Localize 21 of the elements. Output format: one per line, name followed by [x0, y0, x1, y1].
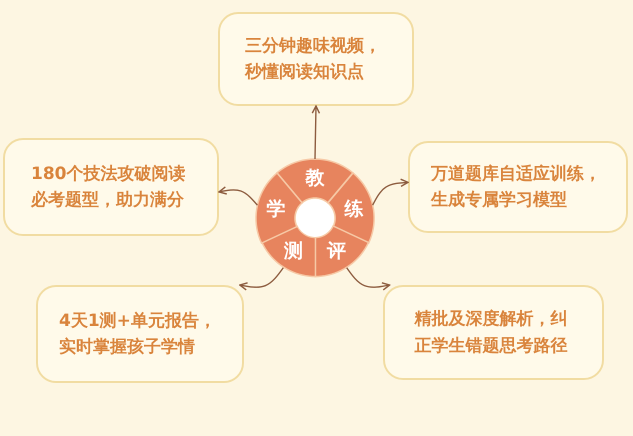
- text-card: [3, 138, 219, 236]
- segment-label: 测: [284, 242, 303, 262]
- description-text: 180个技法攻破阅读必考题型，助力满分: [31, 162, 186, 212]
- text-card: [383, 285, 604, 380]
- wheel-segment: [256, 172, 302, 243]
- arrow: [312, 105, 320, 160]
- description-text: 万道题库自适应训练，生成专属学习模型: [431, 162, 602, 212]
- arrow: [372, 178, 409, 206]
- description-text: 精批及深度解析，纠正学生错题思考路径: [414, 308, 568, 358]
- arrow: [346, 267, 390, 291]
- arrow: [239, 267, 284, 291]
- description-text: 4天1测+单元报告，实时掌握孩子学情: [59, 310, 217, 359]
- segment-label: 评: [326, 242, 346, 262]
- text-card: [408, 141, 628, 233]
- arrow: [218, 186, 258, 206]
- segment-label: 教: [305, 168, 324, 188]
- text-card: [218, 12, 414, 106]
- segment-label: 学: [266, 200, 286, 219]
- text-card: [36, 285, 244, 383]
- description-text: 三分钟趣味视频，秒懂阅读知识点: [245, 34, 382, 84]
- segment-label: 练: [344, 200, 364, 219]
